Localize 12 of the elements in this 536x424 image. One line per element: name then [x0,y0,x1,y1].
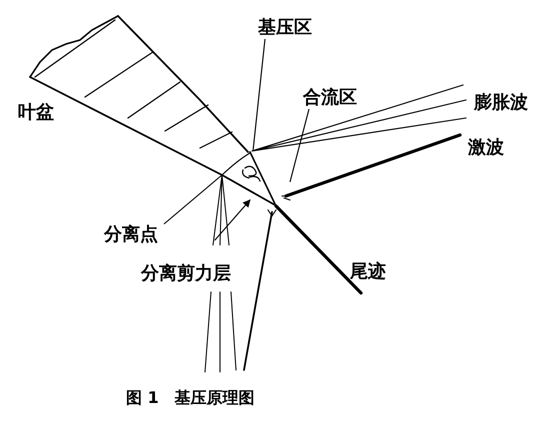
part-label: 分离剪力层 [141,264,231,284]
figure-caption: 图 1 基压原理图 [126,388,255,408]
leader-line [289,108,310,182]
leader-line [252,38,266,152]
part-label: 激波 [468,138,504,158]
part-label: 尾迹 [350,262,386,282]
callout-label: 合流区 [303,88,357,108]
callout-label: 基压区 [258,18,312,38]
callout-label: 分离点 [104,225,158,245]
leader-line [164,174,222,224]
part-label: 膨胀波 [474,93,528,113]
part-label: 叶盆 [18,103,54,123]
